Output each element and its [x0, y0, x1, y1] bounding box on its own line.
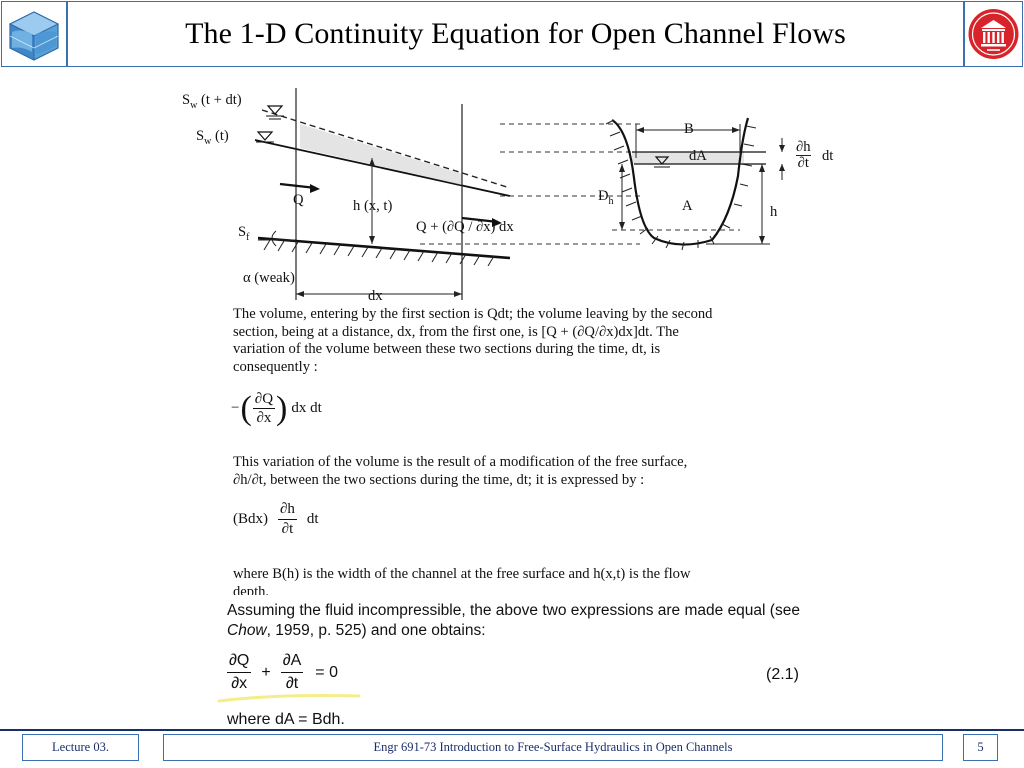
label-da: dA — [689, 148, 707, 164]
highlight-mark — [217, 694, 361, 703]
equation-volume-variation: − ( ∂Q ∂x ) dx dt — [231, 389, 322, 427]
page-title: The 1-D Continuity Equation for Open Cha… — [185, 17, 846, 50]
label-q-plus: Q + (∂Q / ∂x) dx — [416, 219, 514, 235]
paragraph-volume: The volume, entering by the first sectio… — [233, 306, 713, 375]
channel-logo-icon — [1, 1, 67, 67]
where-da: where dA = Bdh. — [227, 711, 345, 728]
paragraph-incompressible: Assuming the fluid incompressible, the a… — [227, 602, 800, 639]
equation-continuity: ∂Q ∂x + ∂A ∂t = 0 — [227, 652, 338, 692]
label-dt: dt — [822, 148, 834, 164]
scanned-page: Sw (t + dt) Sw (t) Q h (x, t) Q + (∂Q / … — [0, 68, 1024, 732]
footer-course: Engr 691-73 Introduction to Free-Surface… — [163, 734, 943, 761]
equation-surface-change: (Bdx) ∂h ∂t dt — [233, 501, 319, 537]
label-h-x-t: h (x, t) — [353, 198, 393, 214]
label-a: A — [682, 198, 693, 214]
footer-page-number: 5 — [963, 734, 998, 761]
label-dx: dx — [368, 288, 383, 304]
university-seal-icon — [964, 1, 1023, 67]
footer-divider — [0, 729, 1024, 731]
paragraph-free-surface: This variation of the volume is the resu… — [233, 454, 688, 488]
label-q: Q — [293, 192, 304, 208]
paragraph-width-definition: where B(h) is the width of the channel a… — [233, 566, 691, 595]
label-dh-dt: ∂h ∂t — [796, 139, 811, 171]
title-bar: The 1-D Continuity Equation for Open Cha… — [67, 1, 964, 67]
label-sw-t-dt: Sw (t + dt) — [182, 92, 242, 111]
label-b: B — [684, 121, 694, 137]
label-dh: Dh — [598, 188, 614, 207]
footer-lecture: Lecture 03. — [22, 734, 139, 761]
label-h: h — [770, 204, 778, 220]
equation-number: (2.1) — [766, 666, 799, 683]
label-alpha-weak: α (weak) — [243, 270, 295, 286]
slide-header: The 1-D Continuity Equation for Open Cha… — [0, 0, 1024, 68]
continuity-diagram — [254, 88, 785, 300]
label-sw-t: Sw (t) — [196, 128, 229, 147]
label-sf: Sf — [238, 224, 250, 243]
